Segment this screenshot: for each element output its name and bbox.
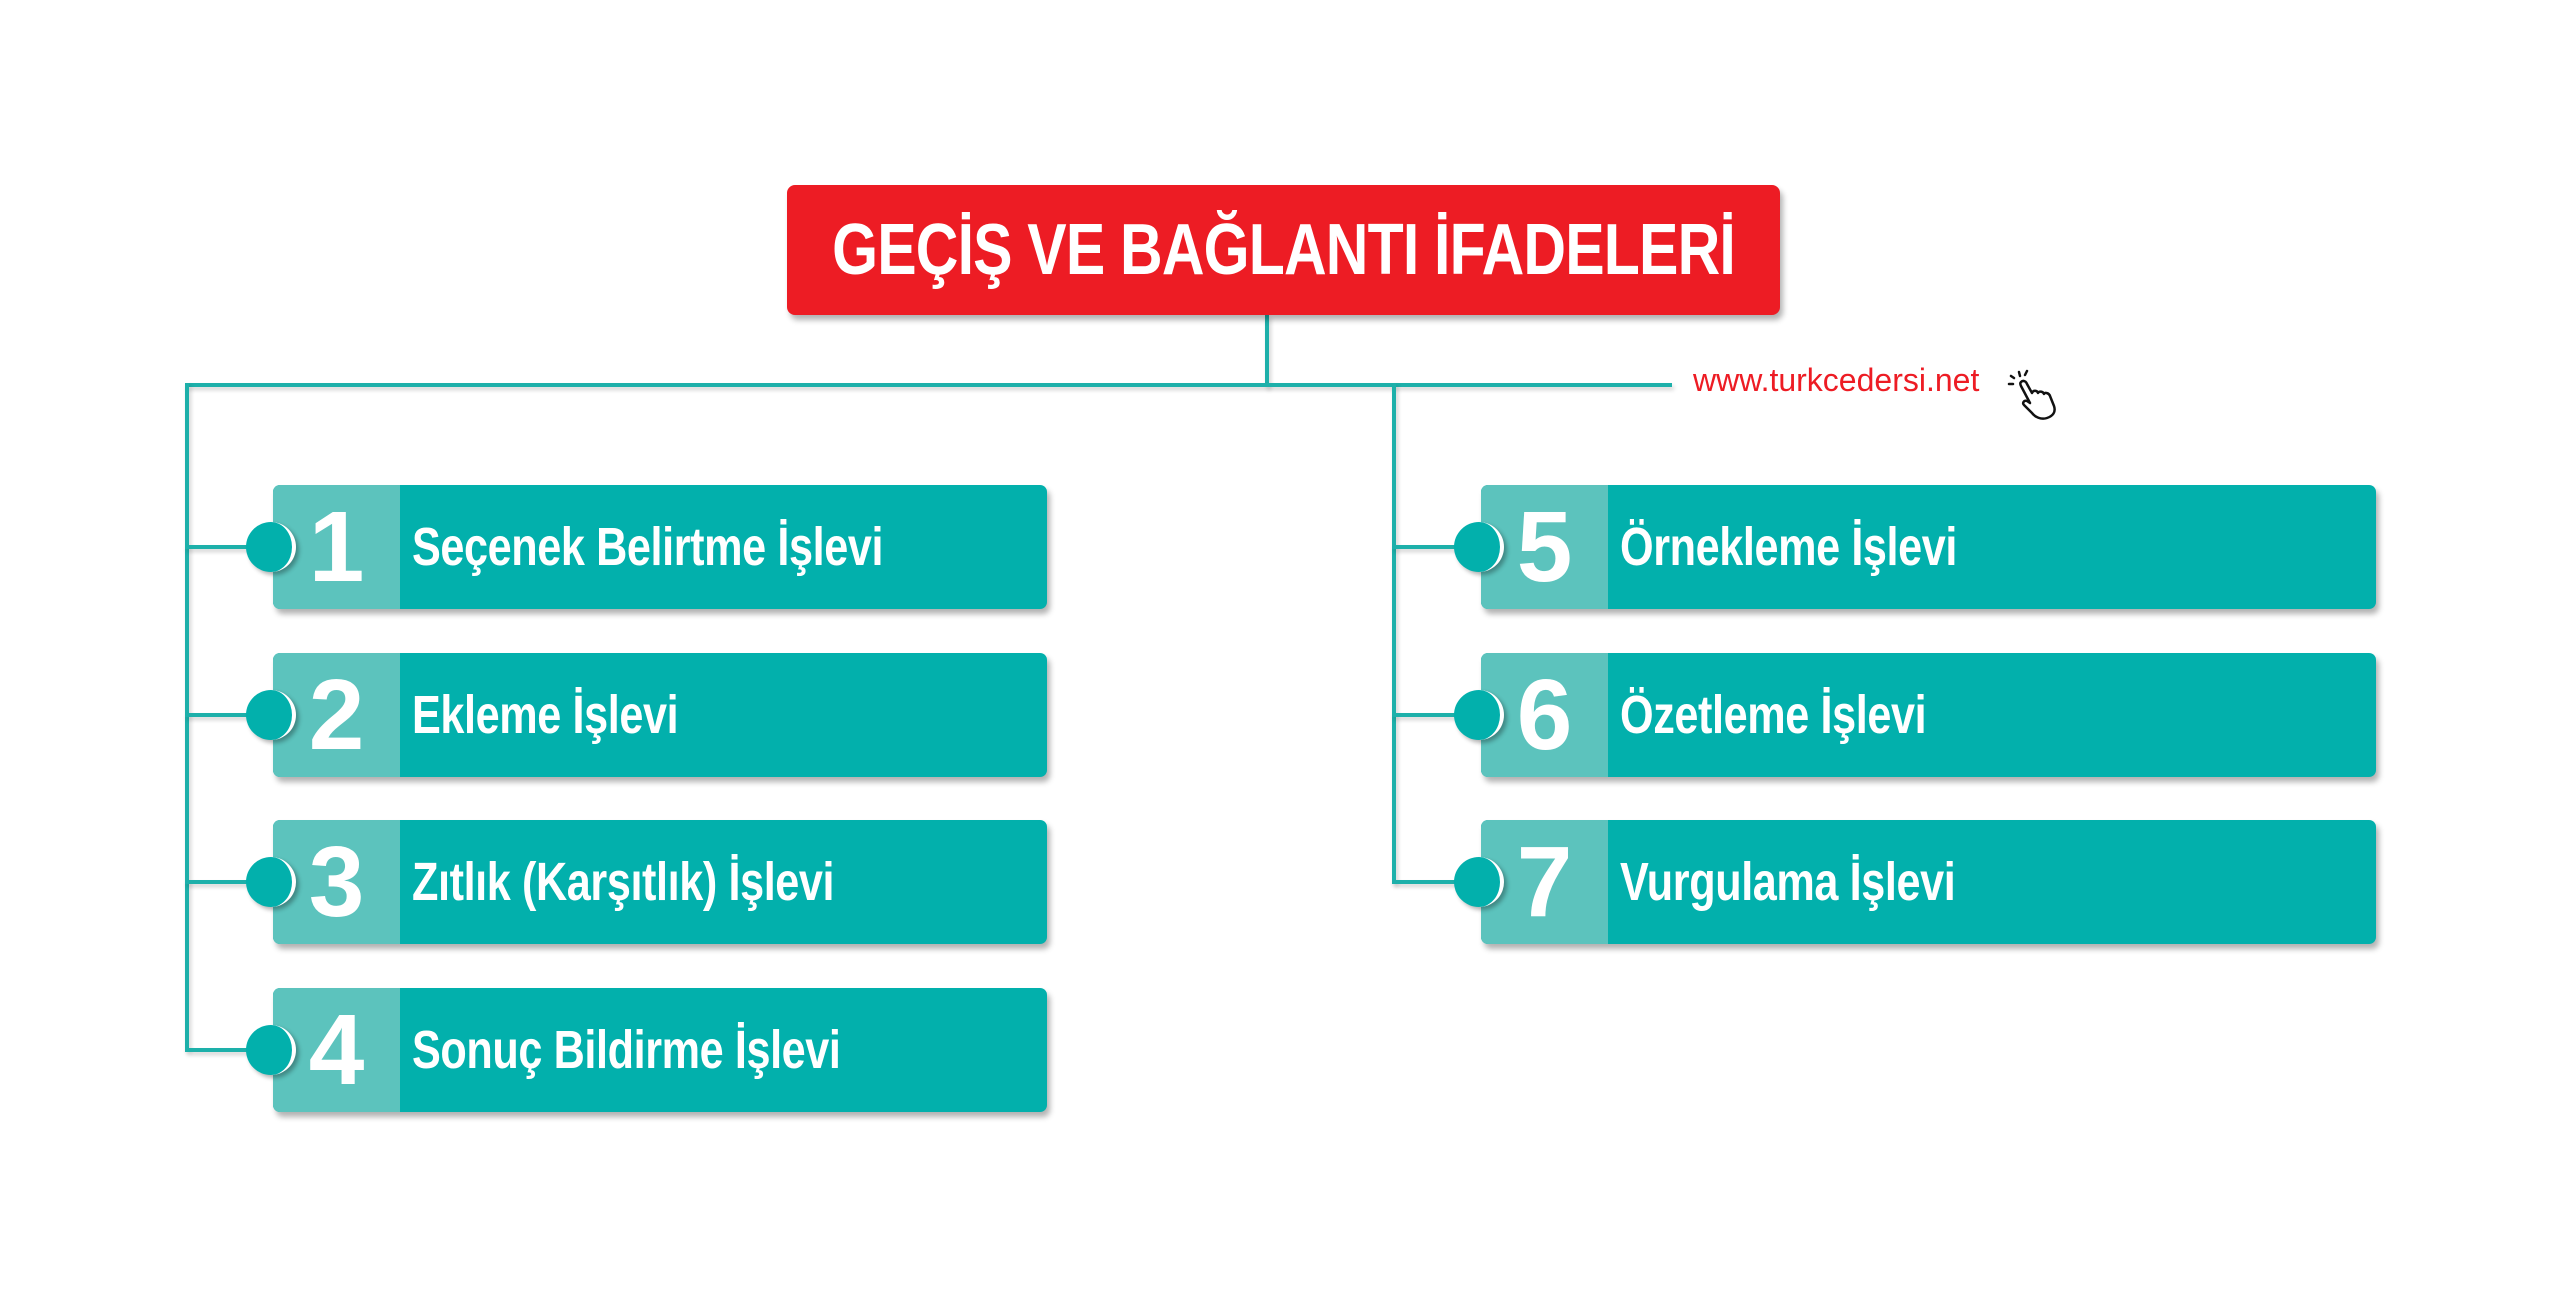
branch-1 xyxy=(185,545,255,549)
item-number: 2 xyxy=(273,653,400,777)
item-label: Zıtlık (Karşıtlık) İşlevi xyxy=(412,852,835,912)
connector-dot-icon xyxy=(246,1025,296,1075)
right-vertical-connector xyxy=(1392,383,1396,883)
list-item: 6 Özetleme İşlevi xyxy=(1481,653,2376,777)
pointing-hand-icon xyxy=(2007,369,2056,420)
horizontal-connector xyxy=(185,383,1672,387)
connector-dot-icon xyxy=(246,857,296,907)
item-label: Vurgulama İşlevi xyxy=(1620,852,1956,912)
connector-dot-icon xyxy=(1454,690,1504,740)
list-item: 4 Sonuç Bildirme İşlevi xyxy=(273,988,1047,1112)
branch-5 xyxy=(1392,545,1462,549)
item-label: Örnekleme İşlevi xyxy=(1620,517,1958,577)
connector-dot-icon xyxy=(246,522,296,572)
diagram-title: GEÇİŞ VE BAĞLANTI İFADELERİ xyxy=(832,210,1736,290)
list-item: 1 Seçenek Belirtme İşlevi xyxy=(273,485,1047,609)
branch-7 xyxy=(1392,880,1462,884)
website-link[interactable]: www.turkcedersi.net xyxy=(1693,362,1980,398)
list-item: 5 Örnekleme İşlevi xyxy=(1481,485,2376,609)
item-label: Özetleme İşlevi xyxy=(1620,685,1927,745)
title-stem-connector xyxy=(1265,315,1269,387)
connector-dot-icon xyxy=(1454,857,1504,907)
item-label: Ekleme İşlevi xyxy=(412,685,679,745)
branch-4 xyxy=(185,1048,255,1052)
branch-6 xyxy=(1392,713,1462,717)
item-label: Sonuç Bildirme İşlevi xyxy=(412,1020,841,1080)
connector-dot-icon xyxy=(246,690,296,740)
list-item: 7 Vurgulama İşlevi xyxy=(1481,820,2376,944)
item-label: Seçenek Belirtme İşlevi xyxy=(412,517,884,577)
branch-3 xyxy=(185,880,255,884)
branch-2 xyxy=(185,713,255,717)
connector-dot-icon xyxy=(1454,522,1504,572)
list-item: 2 Ekleme İşlevi xyxy=(273,653,1047,777)
list-item: 3 Zıtlık (Karşıtlık) İşlevi xyxy=(273,820,1047,944)
diagram-title-box: GEÇİŞ VE BAĞLANTI İFADELERİ xyxy=(787,185,1780,315)
